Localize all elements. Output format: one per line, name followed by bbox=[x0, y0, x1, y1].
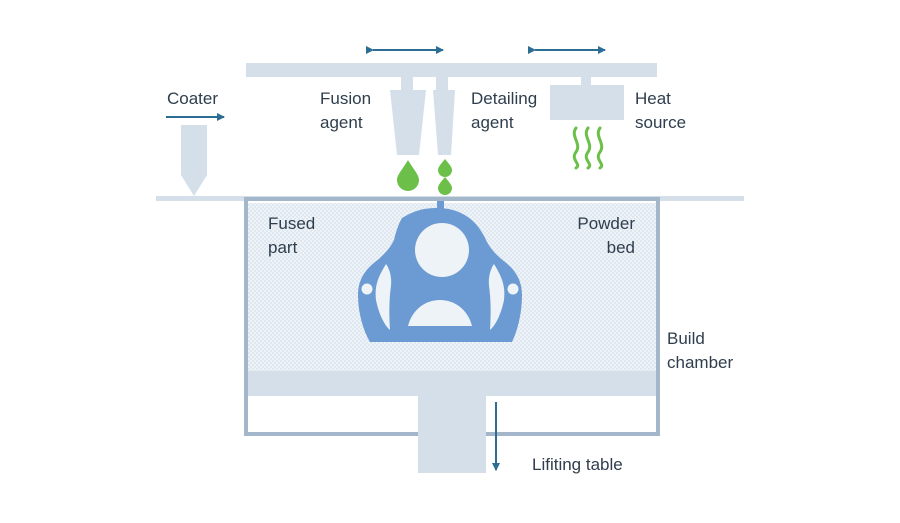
fusion-agent-droplet bbox=[397, 160, 419, 191]
powder-bed-label-line2: bed bbox=[607, 238, 635, 257]
heat-source-unit bbox=[550, 77, 624, 120]
detailing-agent-droplet-1 bbox=[438, 159, 452, 177]
coater-blade bbox=[181, 125, 207, 196]
fusion-agent-label-line1: Fusion bbox=[320, 89, 371, 108]
fused-part-label-line2: part bbox=[268, 238, 298, 257]
heat-waves-icon bbox=[572, 126, 604, 170]
heat-source-label-line1: Heat bbox=[635, 89, 671, 108]
fusion-agent-nozzle bbox=[390, 77, 426, 155]
detailing-agent-nozzle bbox=[433, 77, 455, 155]
build-platform bbox=[248, 371, 656, 396]
detailing-agent-droplet-2 bbox=[438, 177, 452, 195]
lifting-table-shaft bbox=[418, 396, 486, 473]
fused-part bbox=[358, 201, 522, 342]
carriage-rail bbox=[246, 63, 657, 77]
heat-source-label-line2: source bbox=[635, 113, 686, 132]
build-chamber-label-line1: Build bbox=[667, 329, 705, 348]
fusion-agent-label-line2: agent bbox=[320, 113, 363, 132]
detailing-agent-label-line2: agent bbox=[471, 113, 514, 132]
lifting-table-label: Lifiting table bbox=[532, 455, 623, 474]
powder-bed-label-line1: Powder bbox=[577, 214, 635, 233]
detailing-agent-label-line1: Detailing bbox=[471, 89, 537, 108]
build-chamber-label-line2: chamber bbox=[667, 353, 733, 372]
fused-part-label-line1: Fused bbox=[268, 214, 315, 233]
coater-label: Coater bbox=[167, 89, 218, 108]
